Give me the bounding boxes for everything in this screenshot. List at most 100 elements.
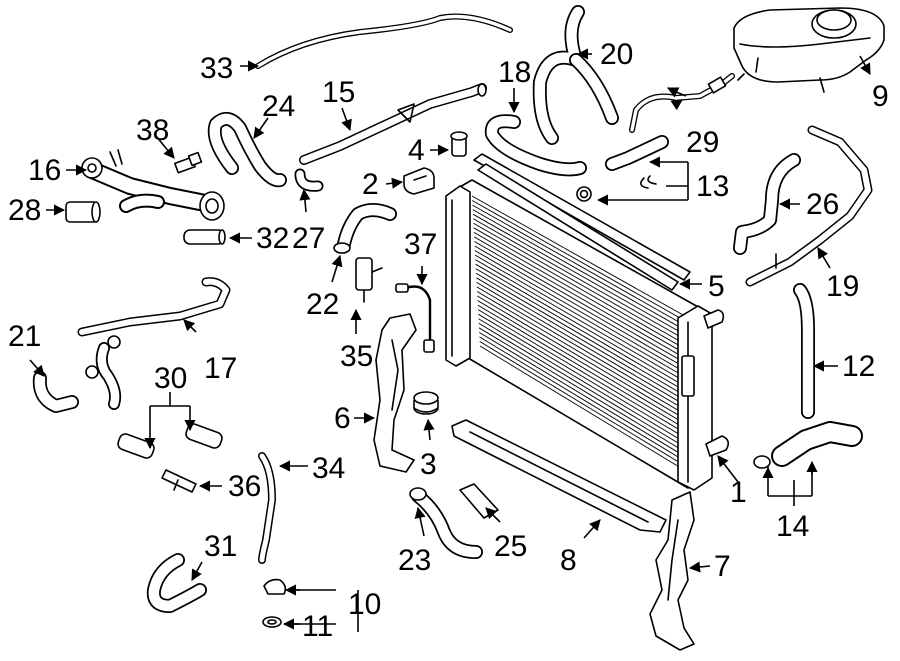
hose-21 — [32, 371, 79, 413]
sensor-2 — [403, 167, 435, 195]
callout-8: 8 — [560, 544, 577, 577]
radiator-fin — [475, 268, 694, 397]
callout-15: 15 — [322, 76, 355, 109]
callout-10: 10 — [348, 588, 381, 621]
radiator-fin — [478, 327, 694, 458]
valve-35 — [355, 257, 383, 303]
callout-30: 30 — [154, 362, 187, 395]
callout-37: 37 — [404, 228, 437, 261]
radiator-fin — [473, 227, 693, 354]
temperature-sensor-38 — [174, 151, 203, 174]
callout-9: 9 — [872, 80, 889, 113]
callout-20: 20 — [600, 38, 633, 71]
radiator-upper-seal-strip — [473, 153, 691, 291]
callout-4: 4 — [408, 134, 425, 167]
radiator-fin — [476, 277, 694, 406]
hose-25 — [459, 483, 499, 519]
hose-20 — [532, 5, 619, 145]
radiator-fin — [477, 309, 694, 439]
radiator-fin — [474, 254, 694, 382]
clamp-10 — [263, 578, 287, 595]
radiator-fin — [477, 295, 694, 425]
callout-18: 18 — [498, 56, 531, 89]
callout-19: 19 — [826, 270, 859, 303]
callout-29: 29 — [686, 126, 719, 159]
radiator-fin — [476, 281, 694, 411]
callout-14: 14 — [776, 510, 809, 543]
radiator-fin — [479, 341, 695, 472]
callout-36: 36 — [228, 470, 261, 503]
callout-27: 27 — [292, 222, 325, 255]
radiator-fin — [479, 336, 695, 467]
callout-26: 26 — [806, 188, 839, 221]
callout-34: 34 — [312, 452, 345, 485]
coolant-expansion-tank — [733, 7, 885, 93]
callout-32: 32 — [256, 222, 289, 255]
deflector-7 — [649, 491, 695, 651]
sensor-wire-37 — [395, 283, 435, 353]
callout-7: 7 — [714, 550, 731, 583]
hose-28 — [65, 201, 101, 223]
radiator — [445, 153, 730, 491]
radiator-fin — [474, 250, 693, 378]
radiator-fin — [473, 222, 693, 349]
radiator-fin — [474, 241, 693, 368]
coolant-pipe-14 — [753, 421, 863, 469]
hose-12 — [793, 283, 815, 419]
radiator-fin — [472, 200, 693, 326]
radiator-fin — [475, 263, 694, 392]
radiator-fin — [471, 195, 693, 321]
radiator-core-fins — [471, 195, 695, 477]
radiator-fin — [472, 209, 693, 335]
radiator-cap-3 — [413, 391, 439, 415]
cap-4 — [450, 131, 468, 157]
radiator-fin — [478, 322, 694, 453]
bracket-6 — [373, 313, 417, 473]
leader-lines — [29, 48, 871, 632]
hose-32 — [183, 229, 226, 245]
hose-18 — [484, 114, 587, 177]
coolant-pipe-13 — [576, 135, 669, 202]
callout-17: 17 — [204, 352, 237, 385]
radiator-fin — [472, 218, 693, 345]
hose-26 — [733, 153, 801, 255]
callout-2: 2 — [362, 168, 379, 201]
hose-22 — [333, 203, 397, 254]
hose-27 — [294, 168, 324, 192]
radiator-fin — [472, 213, 693, 340]
radiator-fin — [479, 345, 695, 477]
radiator-upper-outlet — [703, 309, 725, 329]
coolant-pipe-29 — [629, 73, 735, 133]
callout-35: 35 — [340, 340, 373, 373]
callout-22: 22 — [306, 288, 339, 321]
coolant-pipe-16 — [81, 149, 225, 221]
radiator-fin — [473, 236, 693, 363]
coolant-pipe-17 — [77, 277, 231, 410]
radiator-left-tank — [445, 185, 471, 367]
callout-25: 25 — [494, 530, 527, 563]
callout-12: 12 — [842, 350, 875, 383]
radiator-right-tank — [677, 305, 713, 491]
callout-1: 1 — [730, 476, 747, 509]
callout-6: 6 — [334, 402, 351, 435]
callout-31: 31 — [204, 530, 237, 563]
radiator-fin — [477, 300, 694, 430]
radiator-fin — [478, 313, 694, 444]
callout-13: 13 — [696, 170, 729, 203]
radiator-fin — [475, 259, 694, 387]
connector-36 — [161, 469, 197, 493]
radiator-fin — [474, 245, 693, 373]
radiator-lower-outlet — [705, 435, 730, 457]
coolant-pipe-15 — [299, 83, 487, 165]
callout-21: 21 — [8, 320, 41, 353]
callout-24: 24 — [262, 90, 295, 123]
radiator-fin — [472, 204, 693, 330]
radiator-fin — [473, 231, 693, 359]
callout-23: 23 — [398, 544, 431, 577]
callout-5: 5 — [708, 270, 725, 303]
coolant-pipe-19 — [745, 125, 873, 287]
radiator-fin — [475, 272, 694, 401]
seal-ring-11 — [262, 616, 282, 628]
